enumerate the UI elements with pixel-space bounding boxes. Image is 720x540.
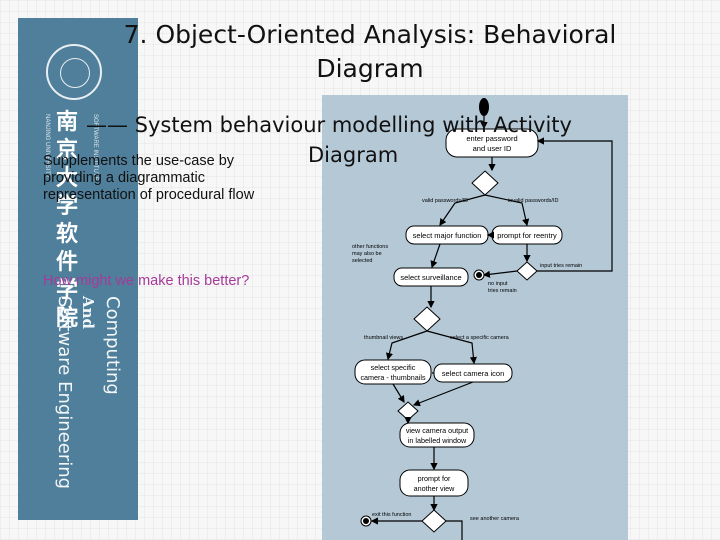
guard-thumbnail-views: thumbnail views bbox=[364, 335, 403, 341]
sidebar-english-name-left: NANJING UNIVERSITY bbox=[44, 114, 50, 179]
action-prompt-for-another-view: prompt for another view bbox=[399, 469, 469, 497]
flow-edge bbox=[412, 381, 474, 407]
action-enter-password-label-1: enter password bbox=[466, 134, 517, 143]
action-select-specific-camera-label-1: select specific bbox=[371, 363, 416, 372]
flow-edge bbox=[482, 270, 518, 278]
sidebar-chinese-name: 南京大学软件学院 bbox=[56, 109, 79, 331]
action-view-camera-output: view camera output in labelled window bbox=[399, 422, 475, 448]
guard-other-functions-line-2: may also be bbox=[352, 251, 382, 257]
action-select-surveillance-label: select surveillance bbox=[400, 273, 461, 282]
action-prompt-for-another-view-label-2: another view bbox=[414, 484, 456, 493]
flow-edge bbox=[392, 383, 405, 404]
guard-input-tries-remain: input tries remain bbox=[540, 263, 582, 269]
slide-title-line-2: Diagram bbox=[316, 54, 424, 83]
action-select-major-function-label: select major function bbox=[413, 231, 482, 240]
sidebar-vertical-caption: Computing And Software Engineering bbox=[52, 296, 124, 489]
action-select-major-function: select major function bbox=[405, 225, 489, 245]
flow-edge bbox=[385, 330, 428, 361]
guard-exit-this-function: exit this function bbox=[372, 512, 411, 518]
guard-select-a-specific-camera: select a specific camera bbox=[450, 335, 510, 341]
sidebar-caption-and: And bbox=[79, 296, 97, 330]
flow-edge bbox=[446, 520, 463, 540]
guard-invalid-passwords: invalid passwords/ID bbox=[508, 198, 558, 204]
flow-edge bbox=[484, 194, 530, 227]
decision-node bbox=[413, 306, 441, 332]
slide-title-line-1: 7. Object-Oriented Analysis: Behavioral bbox=[123, 20, 617, 49]
slide-description: Supplements the use-case by providing a … bbox=[43, 153, 255, 203]
sidebar-caption-software-engineering: Software Engineering bbox=[54, 296, 75, 490]
action-prompt-for-reentry: prompt for reentry bbox=[491, 225, 563, 245]
action-enter-password-label-2: and user ID bbox=[473, 144, 512, 153]
guard-valid-passwords: valid passwords/ID bbox=[422, 198, 468, 204]
diagram-panel bbox=[322, 95, 628, 540]
guard-no-input-tries-remain-line-2: tries remain bbox=[488, 288, 517, 294]
slide-subtitle: —— System behaviour modelling with Activ… bbox=[86, 110, 646, 170]
decision-node bbox=[471, 170, 499, 196]
flow-edge bbox=[536, 137, 613, 272]
guard-other-functions-line-3: selected bbox=[352, 258, 373, 264]
action-prompt-for-reentry-label: prompt for reentry bbox=[497, 231, 557, 240]
sidebar-caption-computing: Computing bbox=[102, 296, 123, 395]
action-select-camera-icon: select camera icon bbox=[433, 363, 513, 383]
action-select-surveillance: select surveillance bbox=[393, 267, 469, 287]
action-select-specific-camera: select specific camera - thumbnails bbox=[354, 359, 432, 385]
guard-no-input-tries-remain: no input tries remain bbox=[488, 281, 517, 294]
action-view-camera-output-label-2: in labelled window bbox=[408, 436, 467, 445]
flow-edge bbox=[426, 330, 477, 365]
flow-edge bbox=[439, 194, 486, 226]
final-node bbox=[473, 269, 485, 281]
decision-node bbox=[516, 261, 538, 281]
activity-diagram: enter password and user ID valid passwor… bbox=[352, 98, 613, 540]
slide-question: How might we make this better? bbox=[43, 273, 250, 289]
action-select-camera-icon-label: select camera icon bbox=[442, 369, 505, 378]
slide-title: 7. Object-Oriented Analysis: Behavioral … bbox=[60, 18, 680, 86]
guard-other-functions: other functions may also be selected bbox=[352, 244, 388, 264]
university-logo bbox=[46, 44, 102, 100]
guard-no-input-tries-remain-line-1: no input bbox=[488, 281, 508, 287]
flow-edge bbox=[430, 243, 441, 269]
sidebar-banner: NANJING UNIVERSITY 南京大学软件学院 SOFTWARE INS… bbox=[18, 18, 138, 520]
guard-see-another-camera: see another camera bbox=[470, 516, 520, 522]
sidebar-english-name-right: SOFTWARE INSTITUTE bbox=[92, 114, 98, 181]
guard-other-functions-line-1: other functions bbox=[352, 244, 388, 250]
slide-subtitle-line-2: Diagram bbox=[308, 143, 399, 167]
action-prompt-for-another-view-label-1: prompt for bbox=[418, 474, 451, 483]
final-node-exit bbox=[360, 515, 372, 527]
action-select-specific-camera-label-2: camera - thumbnails bbox=[360, 373, 426, 382]
initial-node bbox=[479, 98, 489, 116]
decision-node bbox=[421, 509, 447, 533]
slide-subtitle-line-1: —— System behaviour modelling with Activ… bbox=[86, 113, 572, 137]
action-view-camera-output-label-1: view camera output bbox=[406, 426, 468, 435]
